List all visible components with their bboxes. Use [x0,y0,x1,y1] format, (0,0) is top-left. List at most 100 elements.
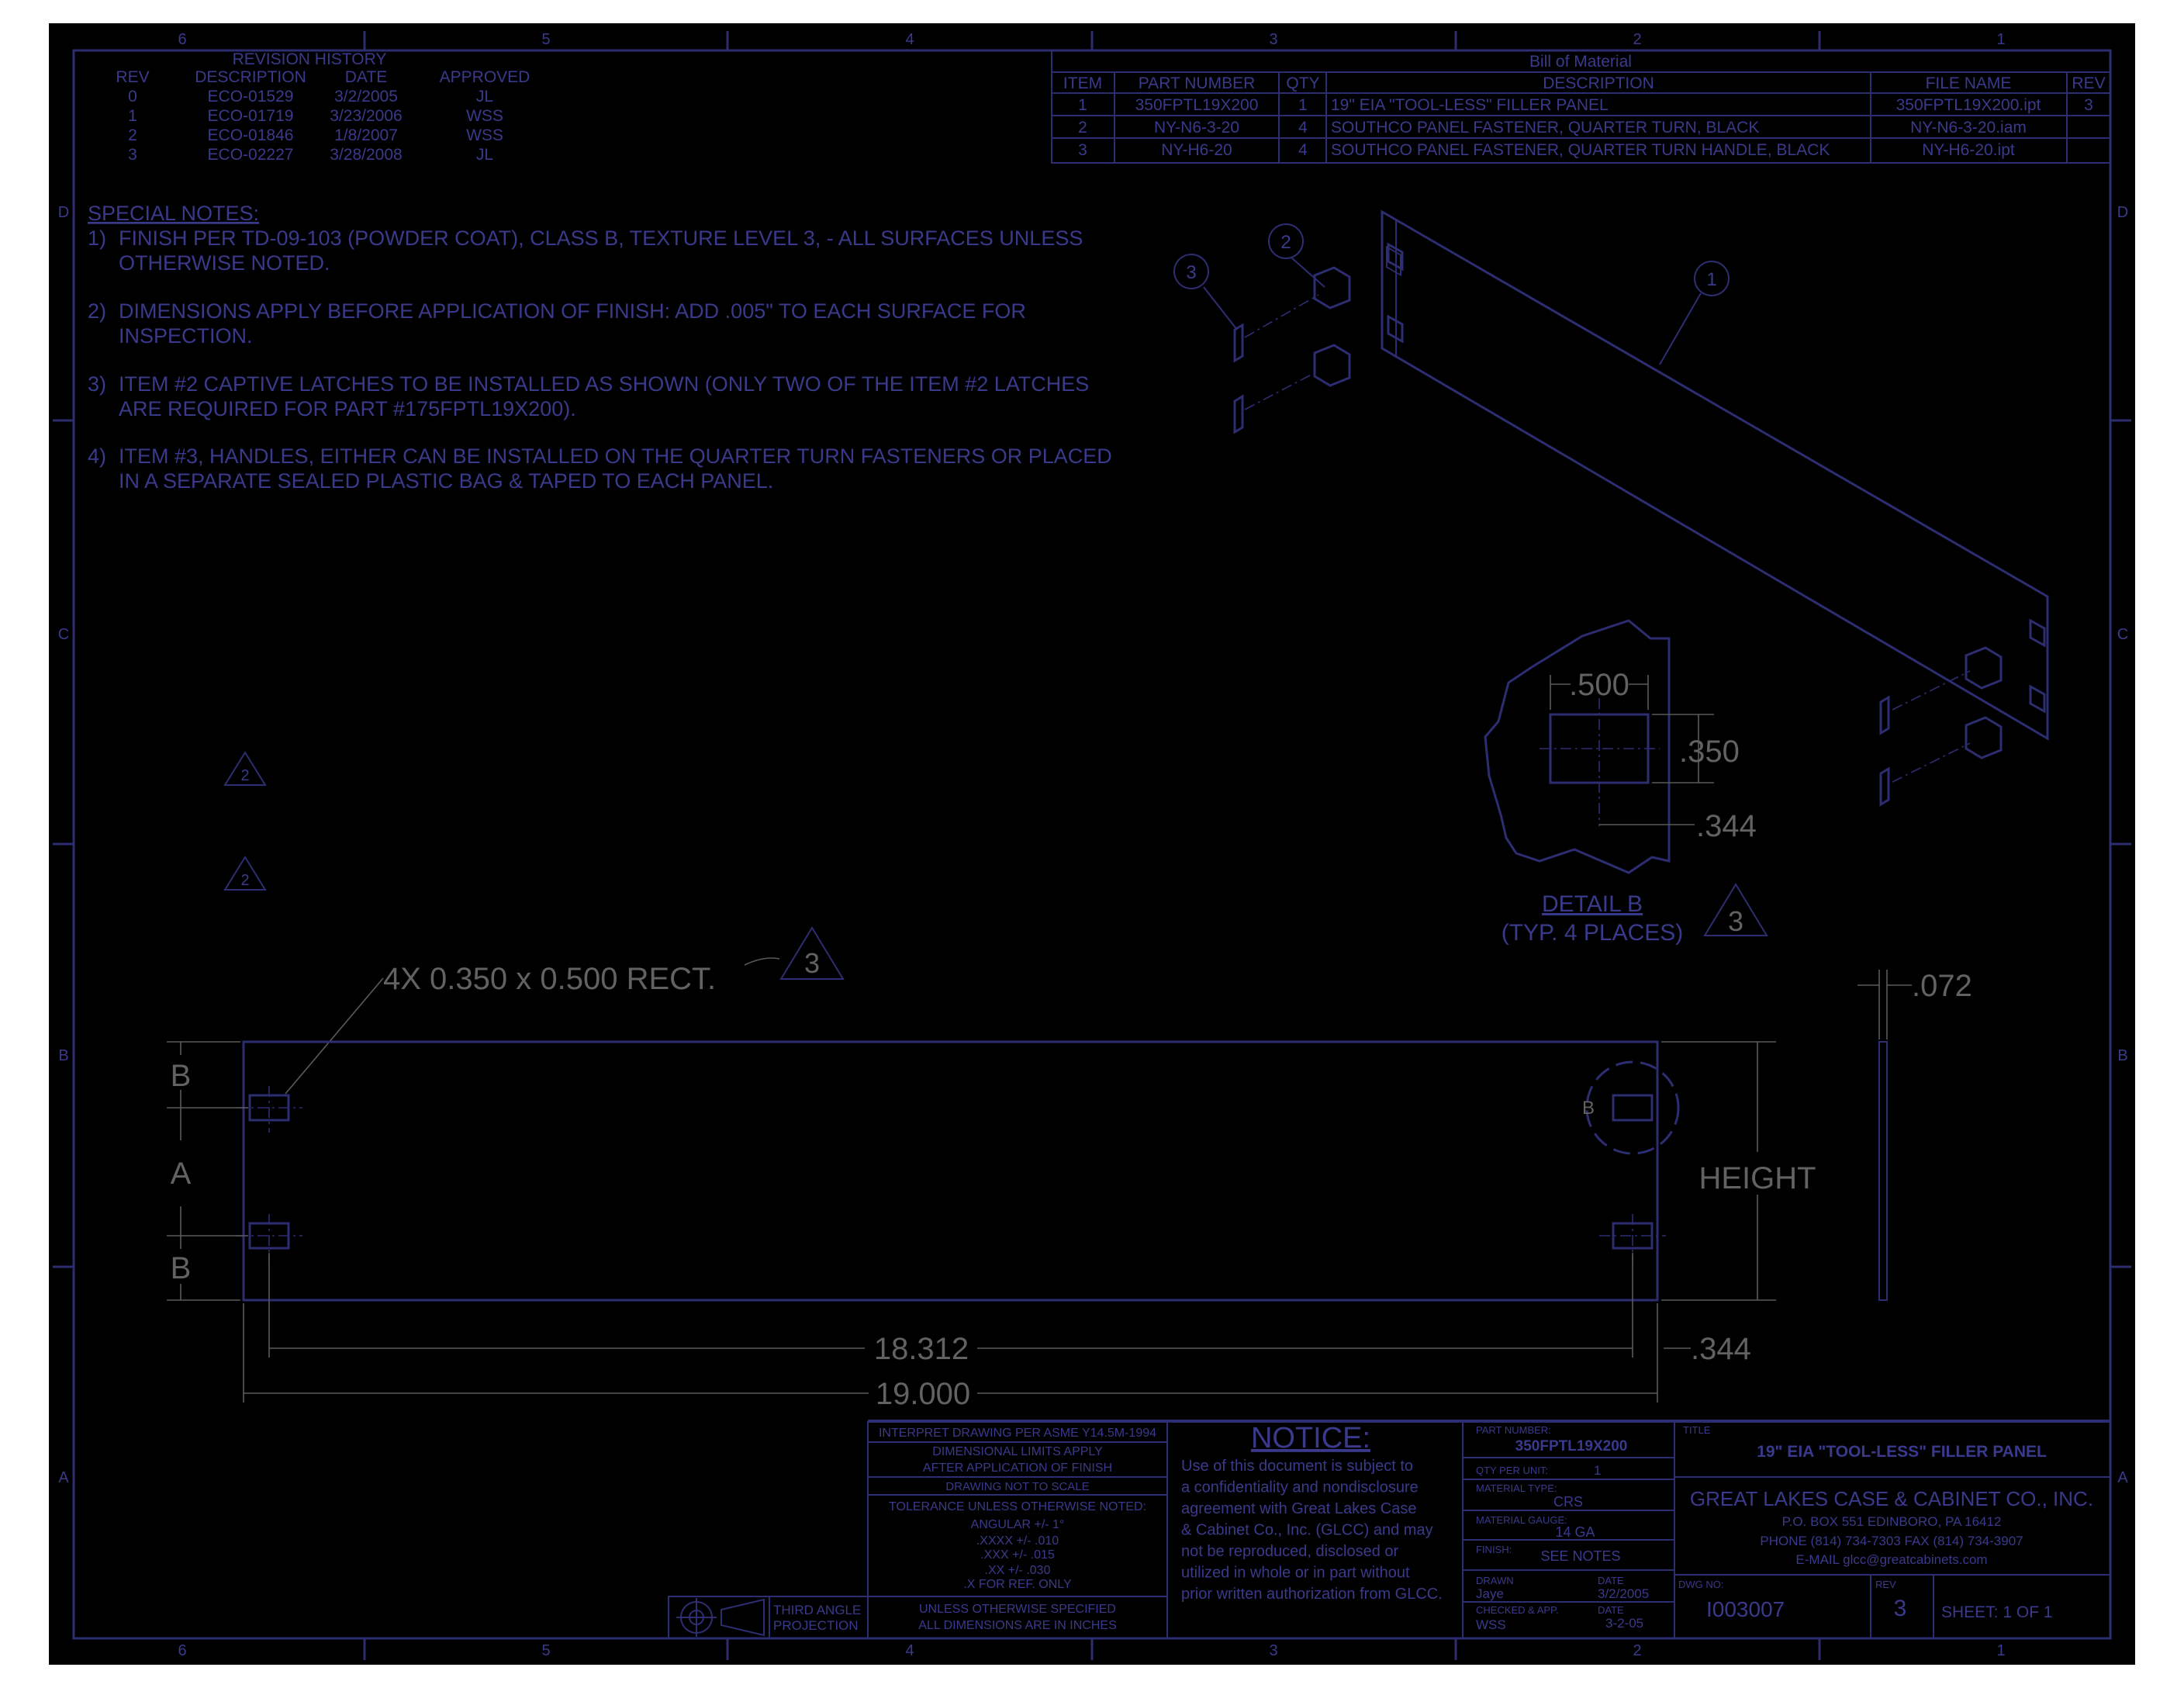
checked-label: CHECKED & APP. [1476,1604,1559,1616]
rect-note: 4X 0.350 x 0.500 RECT. [383,962,716,996]
revision-cell: WSS [466,107,503,125]
bom-header: ITEM [1063,74,1102,92]
dim-b-top: B [171,1059,192,1093]
zone-column-label: 6 [178,31,186,48]
third-angle-projection-icon [676,1598,765,1637]
tolerance-x: .X FOR REF. ONLY [963,1578,1072,1591]
dim-b-bottom: B [171,1251,192,1285]
note-line: INSPECTION. [119,324,253,348]
bom-header: DESCRIPTION [1543,74,1654,92]
zone-row-label: D [2117,204,2128,221]
notice-line: utilized in whole or in part without [1181,1565,1410,1582]
dim-limits-2: AFTER APPLICATION OF FINISH [923,1461,1112,1475]
zone-row-label: A [2117,1469,2128,1486]
handle-icon [1233,323,1890,807]
note-line: ITEM #3, HANDLES, EITHER CAN BE INSTALLE… [119,444,1112,468]
balloon-3: 3 [1186,262,1196,283]
tolerance-title: TOLERANCE UNLESS OTHERWISE NOTED: [889,1500,1146,1513]
drawn-by: Jaye [1476,1586,1504,1601]
bom-cell: 350FPTL19X200 [1135,96,1259,114]
drawing-sheet [49,23,2135,1665]
notice-line: & Cabinet Co., Inc. (GLCC) and may [1181,1522,1433,1539]
material-gauge: 14 GA [1555,1524,1595,1540]
tolerance-xx: .XX +/- .030 [985,1564,1051,1577]
revision-cell: ECO-02227 [208,146,294,164]
checked-date-label: DATE [1598,1604,1624,1616]
zone-row-label: D [58,204,69,221]
zone-row-label: B [58,1047,68,1064]
revision-cell: 1 [128,107,137,125]
material-type: CRS [1553,1494,1583,1510]
note-line: ITEM #2 CAPTIVE LATCHES TO BE INSTALLED … [119,372,1089,396]
title-block: THIRD ANGLE PROJECTION INTERPRET DRAWING… [668,1420,2110,1639]
detail-subtitle: (TYP. 4 PLACES) [1502,920,1684,946]
zone-column-label: 4 [905,31,914,48]
revision-cell: 1/8/2007 [334,126,398,144]
rev-value: 3 [1894,1596,1907,1621]
bom-header: FILE NAME [1926,74,2012,92]
rev-label: REV [1875,1579,1896,1590]
finish-value: SEE NOTES [1540,1548,1620,1564]
revision-cell: 2 [128,126,137,144]
revision-cell: JL [476,88,493,106]
bom-cell: 1 [1298,96,1308,114]
zone-row-label: C [2117,626,2128,643]
detail-width-dim: .500 [1569,668,1629,702]
bom-cell: 1 [1078,96,1087,114]
projection-line-2: PROJECTION [773,1618,859,1633]
notice-line: a confidentiality and nondisclosure [1181,1479,1419,1496]
rev-triangle-detail: 3 [1728,905,1743,937]
zone-column-label: 3 [1269,31,1277,48]
revision-cell: ECO-01846 [208,126,294,144]
note-number: 3) [88,372,106,396]
revision-cell: JL [476,146,493,164]
company-name: GREAT LAKES CASE & CABINET CO., INC. [1690,1487,2093,1510]
revision-header: REV [116,68,149,86]
revision-cell: ECO-01719 [208,107,294,125]
projection-line-1: THIRD ANGLE [773,1603,861,1617]
interpret-note: INTERPRET DRAWING PER ASME Y14.5M-1994 [879,1427,1156,1440]
fastener-icon [1313,266,2003,759]
revision-cell: 3 [128,146,137,164]
bom-cell: 4 [1298,119,1308,137]
rev-triangle-left-1: 2 [240,767,249,784]
revision-history-title: REVISION HISTORY [233,50,387,68]
part-number-label: PART NUMBER: [1476,1424,1551,1436]
unless-specified-2: ALL DIMENSIONS ARE IN INCHES [918,1619,1116,1632]
zone-row-label: B [2117,1047,2127,1064]
bom-cell: 19" EIA "TOOL-LESS" FILLER PANEL [1331,96,1609,114]
bom-header: QTY [1286,74,1319,92]
dim-height: HEIGHT [1698,1161,1816,1195]
notice-line: prior written authorization from GLCC. [1181,1586,1443,1603]
checked-by: WSS [1476,1617,1506,1632]
zone-row-label: C [58,626,69,643]
dim-limits-1: DIMENSIONAL LIMITS APPLY [932,1445,1103,1458]
dim-edge-offset: .344 [1691,1332,1751,1366]
zone-column-label: 1 [1996,31,2005,48]
special-notes: SPECIAL NOTES: 1)FINISH PER TD-09-103 (P… [88,202,1112,493]
company-phone: PHONE (814) 734-7303 FAX (814) 734-3907 [1760,1534,2023,1548]
isometric-view: 1 2 3 [1173,209,2049,807]
material-gauge-label: MATERIAL GAUGE: [1476,1514,1567,1526]
dwg-no-label: DWG NO: [1678,1579,1724,1590]
revision-header: DATE [345,68,387,86]
note-line: OTHERWISE NOTED. [119,251,330,275]
bom-cell: 3 [1078,141,1087,159]
drawn-label: DRAWN [1476,1575,1514,1586]
bom-cell: NY-H6-20.ipt [1922,141,2015,159]
tolerance-xxxx: .XXXX +/- .010 [976,1534,1059,1548]
notice-line: not be reproduced, disclosed or [1181,1543,1399,1560]
note-line: IN A SEPARATE SEALED PLASTIC BAG & TAPED… [119,469,773,493]
drawing-title: 19" EIA "TOOL-LESS" FILLER PANEL [1757,1443,2047,1461]
notes-title: SPECIAL NOTES: [88,202,259,225]
dim-a: A [171,1157,192,1191]
bom-cell: SOUTHCO PANEL FASTENER, QUARTER TURN HAN… [1331,141,1830,159]
zone-column-label: 4 [905,1642,914,1659]
title-label: TITLE [1683,1424,1711,1436]
tolerance-xxx: .XXX +/- .015 [980,1548,1055,1562]
bom-cell: SOUTHCO PANEL FASTENER, QUARTER TURN, BL… [1331,119,1759,137]
